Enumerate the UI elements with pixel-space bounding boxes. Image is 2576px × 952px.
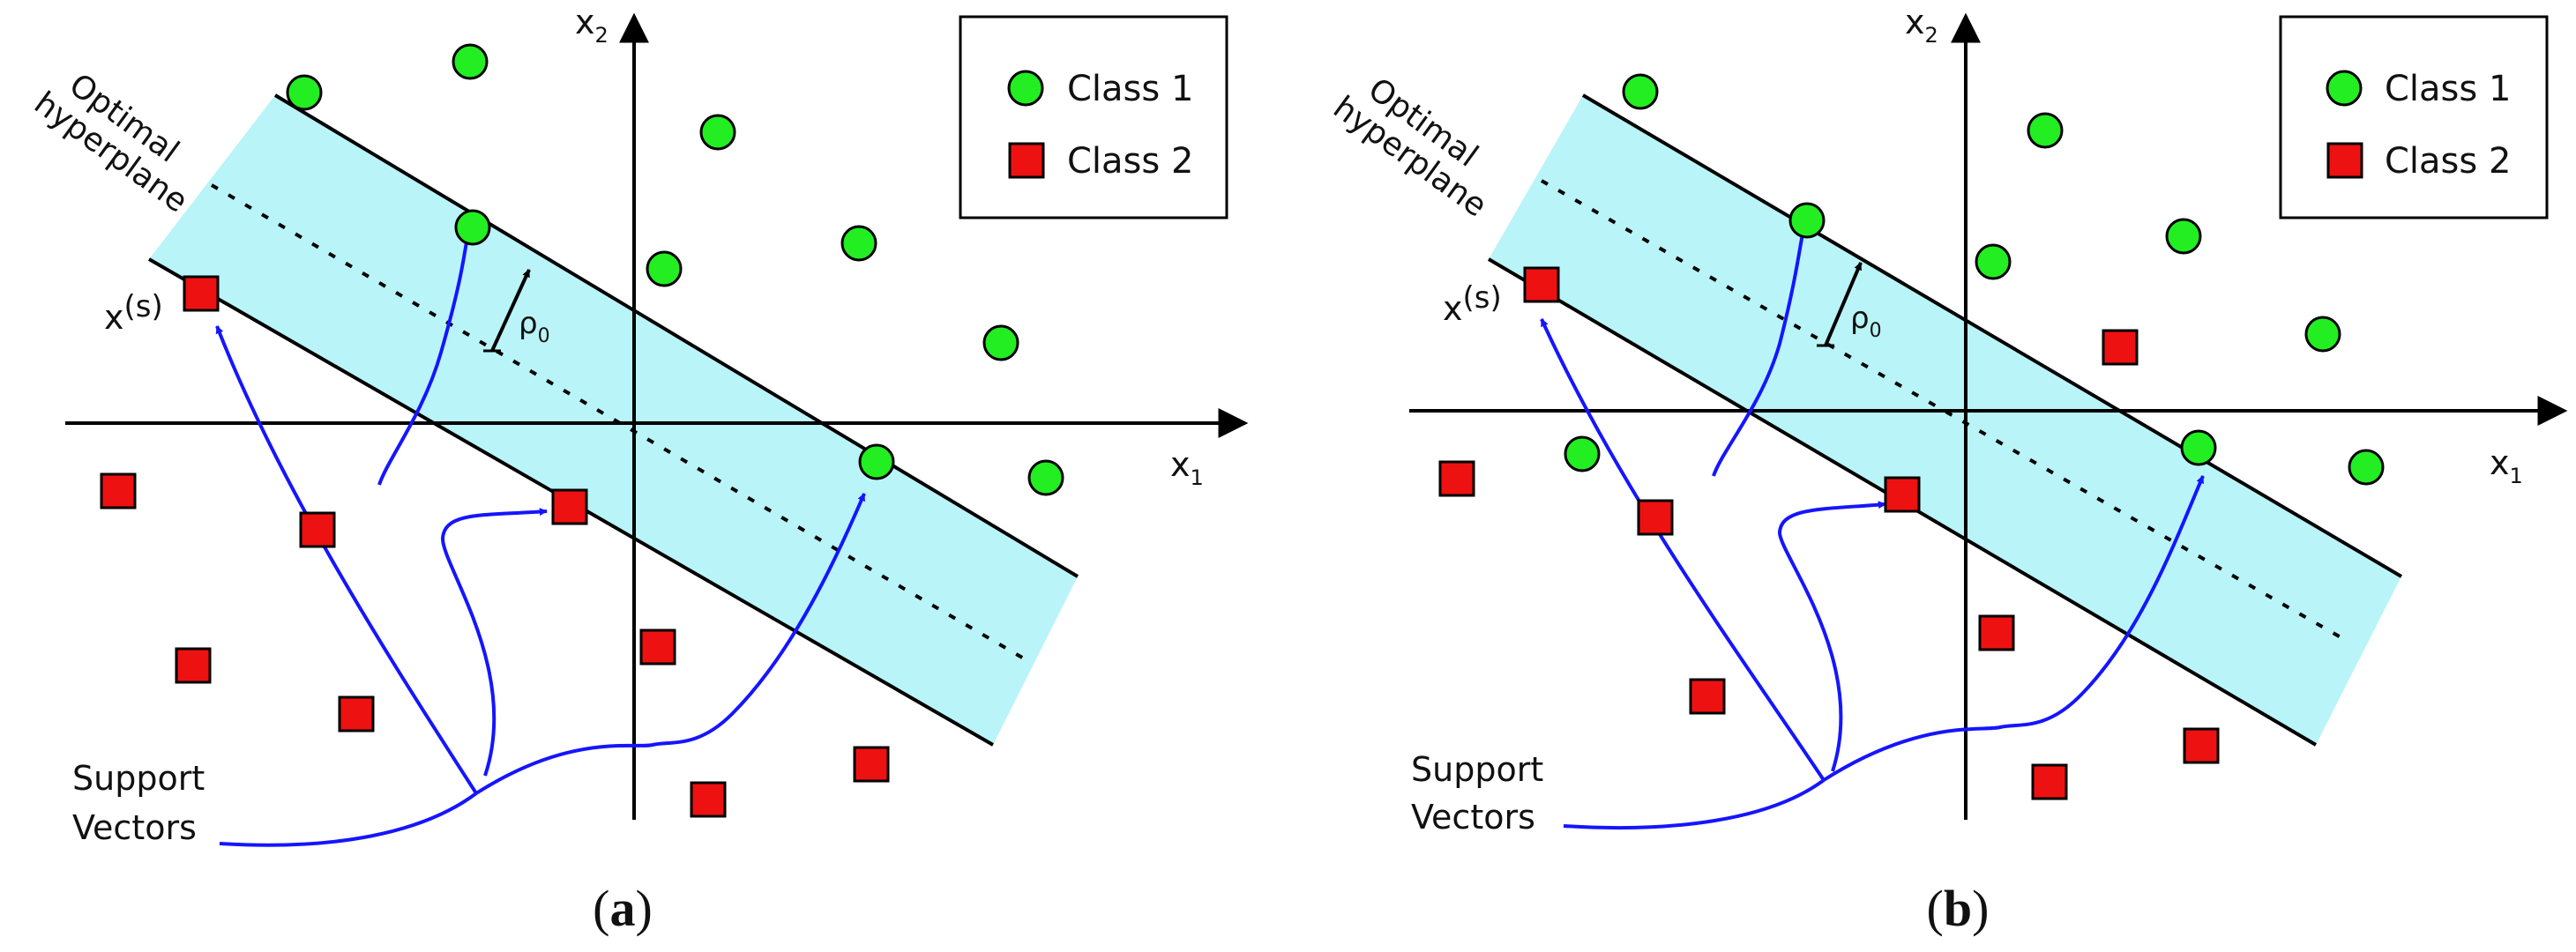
legend-class2-label: Class 2 [2385,141,2511,182]
class1-point [699,114,736,151]
sv-arrow-to-class2-middle [1777,501,1886,772]
class2-point [1637,499,1674,536]
class1-point [286,74,323,111]
class1-point [2348,449,2385,486]
class1-point [1788,202,1826,239]
sv-arrow-tail [1563,778,1826,830]
support-vector-label: x(s) [104,289,163,337]
class1-point [452,43,489,80]
class1-point [2165,218,2202,255]
class2-point [1978,614,2015,651]
class2-point [639,628,676,666]
support-vector-label: x(s) [1443,280,1502,328]
sv-arrow-to-class1-upper [377,235,471,486]
class2-point [1438,460,1475,497]
margin-label: ρ0 [1850,301,1882,342]
optimal-hyperplane [210,183,1030,663]
class2-point [1523,266,1560,303]
legend: Class 1 Class 2 [959,15,1228,219]
legend-class1-label: Class 1 [2385,69,2511,109]
class1-point [1622,73,1659,110]
support-vector-arrows [215,235,866,847]
legend-class1-marker [2326,70,2363,107]
class2-point [2031,763,2068,800]
class1-point [1975,243,2012,280]
class1-point [858,443,895,480]
margin-arrow [490,269,531,352]
legend-class1-marker [1007,70,1044,107]
legend-class2-label: Class 2 [1067,141,1193,182]
class1-point [1027,459,1064,496]
legend-class1-label: Class 1 [1067,69,1193,109]
panel-a: ρ0 Optimal hyperplane x(s) x1 x2 Support… [27,3,1249,937]
class2-point [551,488,588,525]
class1-point [2304,316,2341,353]
class1-points [1564,73,2385,486]
class2-point [299,511,336,548]
support-vectors-line2: Vectors [72,808,197,847]
class2-point [1689,678,1726,715]
sv-arrow-to-class2-left [215,325,478,795]
class2-point [690,781,727,818]
sv-arrow-tail [219,792,478,847]
class2-points [1438,266,2220,800]
class2-point [1884,476,1921,513]
class1-point [454,209,491,246]
class2-point [2102,329,2139,366]
hyperplane-label: Optimal hyperplane [27,67,194,220]
legend-class2-marker [1008,142,1045,179]
class1-point [1564,435,1601,472]
margin-label: ρ0 [519,306,550,347]
class1-points [286,43,1064,496]
class2-point [853,746,890,783]
sv-arrow-to-class2-middle [440,508,548,777]
caption-b: (b) [1927,880,1990,937]
x2-axis-label: x2 [1905,3,1938,48]
x2-axis-label: x2 [575,3,609,48]
margin-band [1489,95,2401,745]
class2-point [175,647,212,684]
class1-point [646,250,683,287]
class1-point [2180,429,2217,466]
legend: Class 1 Class 2 [2279,15,2549,219]
legend-class2-marker [2326,142,2363,179]
class2-point [100,472,137,509]
x1-axis-label: x1 [2490,443,2523,488]
upper-margin-line [273,93,1079,578]
class1-point [840,225,877,262]
class2-point [338,695,375,733]
legend-box [2279,15,2549,219]
sv-arrow-to-class1-lower [474,493,866,795]
sv-arrow-to-class1-lower [1822,475,2205,782]
class2-point [2183,727,2220,764]
class1-point [982,324,1019,361]
support-vector-arrows [1540,228,2205,830]
margin-band [149,95,1078,745]
panel-b: ρ0 Optimal hyperplane x(s) x1 x2 Support… [1326,3,2568,937]
support-vectors-line2: Vectors [1411,798,1535,837]
class1-point [2027,112,2064,149]
margin-arrow [1824,262,1863,346]
class2-point [183,275,220,312]
sv-arrow-to-class2-left [1540,318,1826,782]
x1-axis-label: x1 [1170,445,1204,490]
sv-arrow-to-class1-upper [1712,228,1806,477]
class2-points [100,275,890,818]
legend-box [959,15,1228,219]
support-vectors-line1: Support [72,759,205,798]
hyperplane-label: Optimal hyperplane [1326,71,1493,225]
upper-margin-line [1581,93,2403,578]
caption-a: (a) [593,880,653,937]
support-vectors-line1: Support [1411,750,1543,789]
